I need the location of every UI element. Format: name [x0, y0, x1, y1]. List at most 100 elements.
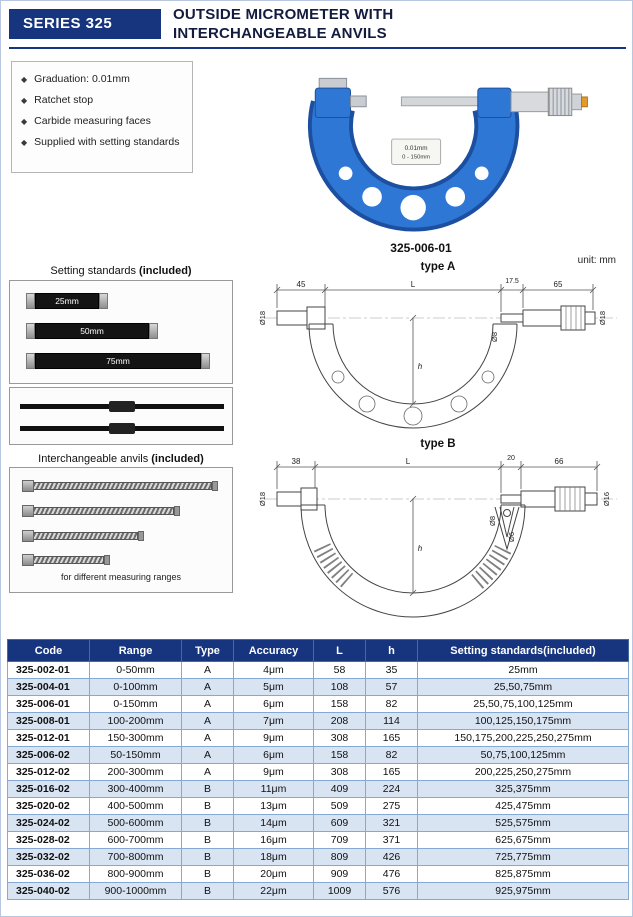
header-divider	[9, 47, 626, 49]
spindle	[400, 96, 483, 107]
cell-value: 300-400mm	[89, 780, 182, 798]
cell-value: B	[181, 848, 234, 866]
type-a-dimension-lines	[273, 284, 597, 312]
anvil-boss	[314, 87, 352, 119]
cell-value: 900-1000mm	[89, 882, 182, 900]
cell-value: 35	[365, 661, 418, 679]
type-b-support	[494, 506, 520, 551]
cell-value: 6μm	[233, 695, 314, 713]
rod-end-face	[26, 353, 35, 369]
cell-value: A	[181, 763, 234, 781]
cell-value: 224	[365, 780, 418, 798]
setting-standard-rod: 25mm	[26, 293, 108, 309]
cell-value: 82	[365, 746, 418, 764]
feature-list: ◆ Graduation: 0.01mm ◆ Ratchet stop ◆ Carbi…	[11, 61, 193, 173]
cell-code: 325-004-01	[7, 678, 90, 696]
cell-value: 609	[313, 814, 366, 832]
dim-label-left: 45	[297, 280, 306, 289]
anvil	[350, 95, 367, 108]
cell-value: 200-300mm	[89, 763, 182, 781]
feature-text: Graduation: 0.01mm	[34, 73, 130, 85]
rod-label: 25mm	[35, 293, 99, 309]
type-b-diagram: 38 L 20 66 h Ø18 Ø8 Ø6 Ø16	[258, 455, 617, 618]
setting-standards-included: (included)	[139, 265, 192, 277]
anvils-caption: for different measuring ranges	[61, 572, 181, 582]
cell-value: 14μm	[233, 814, 314, 832]
col-header-type: Type	[181, 639, 234, 662]
rod-end-face	[26, 293, 35, 309]
micrometer-product-image: 0.01mm 0 - 150mm	[307, 77, 588, 232]
cell-value: 22μm	[233, 882, 314, 900]
cell-value: 200,225,250,275mm	[417, 763, 629, 781]
cell-value: B	[181, 865, 234, 883]
dim-label-L: L	[406, 457, 411, 466]
thimble	[547, 87, 573, 117]
type-a-dim-labels: 45 L 17.5 65 h Ø18 Ø8 Ø18	[258, 278, 607, 371]
dim-label-mid: 17.5	[505, 278, 519, 285]
long-setting-standard	[20, 426, 224, 431]
plate-range: 0 - 150mm	[402, 155, 430, 161]
cell-value: 321	[365, 814, 418, 832]
cell-value: 25mm	[417, 661, 629, 679]
anvils-title: Interchangeable anvils	[38, 453, 149, 465]
cell-value: 809	[313, 848, 366, 866]
anvil-shank	[34, 532, 138, 540]
anvil-tip	[138, 531, 144, 541]
cell-value: 4μm	[233, 661, 314, 679]
cell-value: A	[181, 661, 234, 679]
frame-lightening-holes	[338, 166, 489, 221]
dim-label-h: h	[418, 544, 423, 553]
anvil-collar	[22, 480, 34, 492]
setting-standard-rod: 50mm	[26, 323, 158, 339]
cell-code: 325-032-02	[7, 848, 90, 866]
cell-value: 476	[365, 865, 418, 883]
col-header-accuracy: Accuracy	[233, 639, 314, 662]
sleeve	[510, 91, 551, 113]
diamond-bullet-icon: ◆	[21, 96, 28, 105]
cell-value: 20μm	[233, 865, 314, 883]
cell-value: 0-50mm	[89, 661, 182, 679]
cell-value: 6μm	[233, 746, 314, 764]
diamond-bullet-icon: ◆	[21, 117, 28, 126]
type-a-thimble-knurl	[565, 306, 582, 330]
anvil-rod	[22, 480, 218, 492]
feature-item: ◆ Ratchet stop	[21, 94, 183, 107]
diamond-bullet-icon: ◆	[21, 138, 28, 147]
cell-value: 308	[313, 729, 366, 747]
anvil-shank	[34, 507, 174, 515]
cell-value: A	[181, 695, 234, 713]
feature-text: Carbide measuring faces	[34, 115, 151, 127]
cell-value: 325,375mm	[417, 780, 629, 798]
dia-label-spindle: Ø8	[488, 516, 497, 526]
cell-value: 100-200mm	[89, 712, 182, 730]
cell-value: 371	[365, 831, 418, 849]
cell-value: A	[181, 746, 234, 764]
cell-value: 800-900mm	[89, 865, 182, 883]
cell-value: 525,575mm	[417, 814, 629, 832]
cell-value: 308	[313, 763, 366, 781]
anvil-tip	[212, 481, 218, 491]
cell-code: 325-016-02	[7, 780, 90, 798]
anvil-collar	[22, 530, 34, 542]
cell-value: 400-500mm	[89, 797, 182, 815]
feature-item: ◆ Carbide measuring faces	[21, 115, 183, 128]
type-b-thimble-knurl	[559, 487, 581, 511]
cell-value: 50-150mm	[89, 746, 182, 764]
cell-value: 25,50,75,100,125mm	[417, 695, 629, 713]
anvil-collar	[22, 505, 34, 517]
cell-value: 158	[313, 746, 366, 764]
feature-text: Ratchet stop	[34, 94, 94, 106]
cell-value: B	[181, 780, 234, 798]
cell-value: 11μm	[233, 780, 314, 798]
setting-standards-heading: Setting standards(included)	[9, 265, 233, 277]
cell-value: 13μm	[233, 797, 314, 815]
rod-label: 75mm	[35, 353, 201, 369]
rod-end-face	[201, 353, 210, 369]
cell-code: 325-040-02	[7, 882, 90, 900]
spec-table: Code Range Type Accuracy L h Setting sta…	[7, 639, 629, 900]
